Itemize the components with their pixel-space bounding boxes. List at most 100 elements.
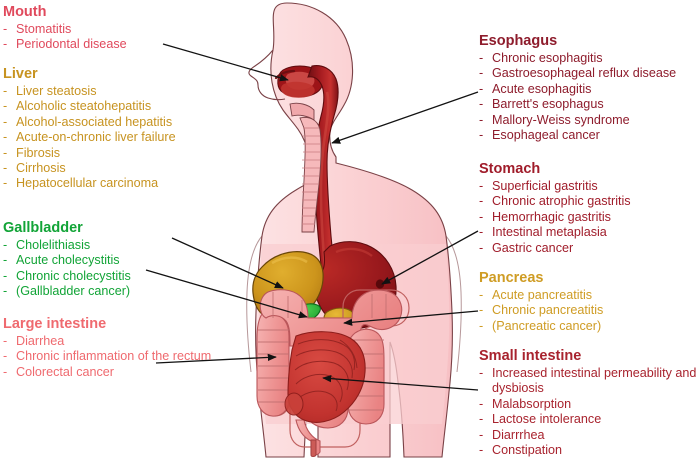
list-gallbladder: -Cholelithiasis-Acute cholecystitis-Chro…	[3, 238, 213, 300]
list-mouth: -Stomatitis-Periodontal disease	[3, 22, 203, 53]
bullet-dash: -	[3, 130, 8, 145]
bullet-dash: -	[479, 225, 484, 240]
list-item-label: Diarrhea	[16, 334, 65, 348]
heading-mouth: Mouth	[3, 4, 47, 20]
leader-gallbladder	[145, 269, 308, 319]
list-item-label: Acute pancreatitis	[492, 288, 593, 302]
list-item: -Liver steatosis	[3, 84, 233, 99]
bullet-dash: -	[3, 268, 8, 283]
bullet-dash: -	[3, 334, 8, 348]
bullet-dash: -	[3, 145, 8, 160]
list-item-label: Fibrosis	[16, 145, 61, 160]
list-item-label: Diarrrhea	[492, 427, 545, 442]
bullet-dash: -	[479, 412, 484, 427]
list-item-label: Constipation	[492, 443, 563, 458]
list-item-label: Cirrhosis	[16, 161, 66, 176]
list-item: -Cholelithiasis	[3, 238, 213, 253]
list-item: -Constipation	[479, 443, 700, 458]
list-item-label: Chronic esophagitis	[492, 51, 603, 65]
heading-liver: Liver	[3, 66, 38, 82]
list-item: -Acute cholecystitis	[3, 253, 213, 268]
list-item: -Colorectal cancer	[3, 365, 218, 380]
list-item: -Fibrosis	[3, 146, 233, 161]
label-block-liver: Liver -Liver steatosis-Alcoholic steatoh…	[3, 66, 233, 192]
bullet-dash: -	[479, 179, 484, 193]
bullet-dash: -	[479, 112, 484, 127]
list-pancreas: -Acute pancreatitis-Chronic pancreatitis…	[479, 288, 689, 334]
list-item-label: Intestinal metaplasia	[492, 225, 607, 240]
bullet-dash: -	[479, 240, 484, 255]
bullet-dash: -	[3, 176, 8, 191]
bullet-dash: -	[3, 114, 8, 129]
list-item: -Lactose intolerance	[479, 412, 700, 427]
list-item-label: (Pancreatic cancer)	[492, 318, 602, 333]
list-item-label: Malabsorption	[492, 396, 572, 411]
list-item: -Acute pancreatitis	[479, 288, 689, 303]
bullet-dash: -	[3, 37, 8, 52]
list-item: -Gastric cancer	[479, 241, 689, 256]
bullet-dash: -	[479, 366, 484, 380]
label-block-large-intestine: Large intestine -Diarrhea-Chronic inflam…	[3, 316, 218, 380]
bullet-dash: -	[479, 396, 484, 411]
list-item-label: Superficial gastritis	[492, 179, 598, 193]
bullet-dash: -	[479, 303, 484, 318]
bullet-dash: -	[479, 51, 484, 65]
list-item: -Increased intestinal permeability and d…	[479, 366, 700, 397]
list-item-label: Cholelithiasis	[16, 238, 91, 252]
list-item-label: Increased intestinal permeability and dy…	[492, 366, 697, 396]
bullet-dash: -	[479, 97, 484, 112]
leader-esophagus	[331, 91, 479, 144]
list-item-label: Mallory-Weiss syndrome	[492, 112, 630, 127]
heading-pancreas: Pancreas	[479, 270, 544, 286]
bullet-dash: -	[3, 161, 8, 176]
list-item: -Chronic esophagitis	[479, 51, 699, 66]
bullet-dash: -	[479, 81, 484, 96]
list-item: -(Pancreatic cancer)	[479, 319, 689, 334]
label-block-esophagus: Esophagus -Chronic esophagitis-Gastroeso…	[479, 33, 699, 143]
heading-gallbladder: Gallbladder	[3, 220, 83, 236]
heading-large-intestine: Large intestine	[3, 316, 107, 332]
list-item-label: Acute cholecystitis	[16, 253, 120, 268]
list-item: -Cirrhosis	[3, 161, 233, 176]
bullet-dash: -	[479, 288, 484, 302]
list-item: -Periodontal disease	[3, 37, 203, 52]
list-item-label: Gastroesophageal reflux disease	[492, 66, 677, 81]
list-item: -Superficial gastritis	[479, 179, 689, 194]
list-item: -Chronic atrophic gastritis	[479, 194, 689, 209]
list-item-label: Colorectal cancer	[16, 364, 114, 379]
label-block-pancreas: Pancreas -Acute pancreatitis-Chronic pan…	[479, 270, 689, 334]
list-item: -Alcoholic steatohepatitis	[3, 99, 233, 114]
bullet-dash: -	[3, 364, 8, 379]
leader-small-intestine	[322, 375, 479, 391]
leader-stomach	[381, 230, 479, 285]
label-block-small-intestine: Small intestine -Increased intestinal pe…	[479, 348, 700, 458]
list-item: -Chronic cholecystitis	[3, 269, 213, 284]
list-item: -Chronic pancreatitis	[479, 303, 689, 318]
bullet-dash: -	[479, 427, 484, 442]
list-item-label: Esophageal cancer	[492, 128, 600, 143]
list-small-intestine: -Increased intestinal permeability and d…	[479, 366, 700, 458]
list-item: -Acute esophagitis	[479, 82, 699, 97]
label-block-stomach: Stomach -Superficial gastritis-Chronic a…	[479, 161, 689, 256]
list-item: -Stomatitis	[3, 22, 203, 37]
list-item-label: Periodontal disease	[16, 37, 127, 52]
bullet-dash: -	[3, 22, 8, 36]
list-item-label: Acute esophagitis	[492, 81, 592, 96]
label-block-mouth: Mouth -Stomatitis-Periodontal disease	[3, 4, 203, 53]
heading-esophagus: Esophagus	[479, 33, 558, 49]
leader-pancreas	[343, 310, 479, 326]
list-item: -Malabsorption	[479, 397, 700, 412]
list-item-label: Alcohol-associated hepatitis	[16, 114, 173, 129]
list-item-label: (Gallbladder cancer)	[16, 284, 131, 299]
leader-mouth	[162, 43, 289, 82]
leader-large-intestine	[155, 353, 277, 364]
list-item: -Acute-on-chronic liver failure	[3, 130, 233, 145]
list-item: -Esophageal cancer	[479, 128, 699, 143]
trachea-organ	[289, 102, 322, 233]
bullet-dash: -	[3, 349, 8, 364]
list-liver: -Liver steatosis-Alcoholic steatohepatit…	[3, 84, 233, 192]
list-item: -(Gallbladder cancer)	[3, 284, 213, 299]
bullet-dash: -	[479, 318, 484, 333]
